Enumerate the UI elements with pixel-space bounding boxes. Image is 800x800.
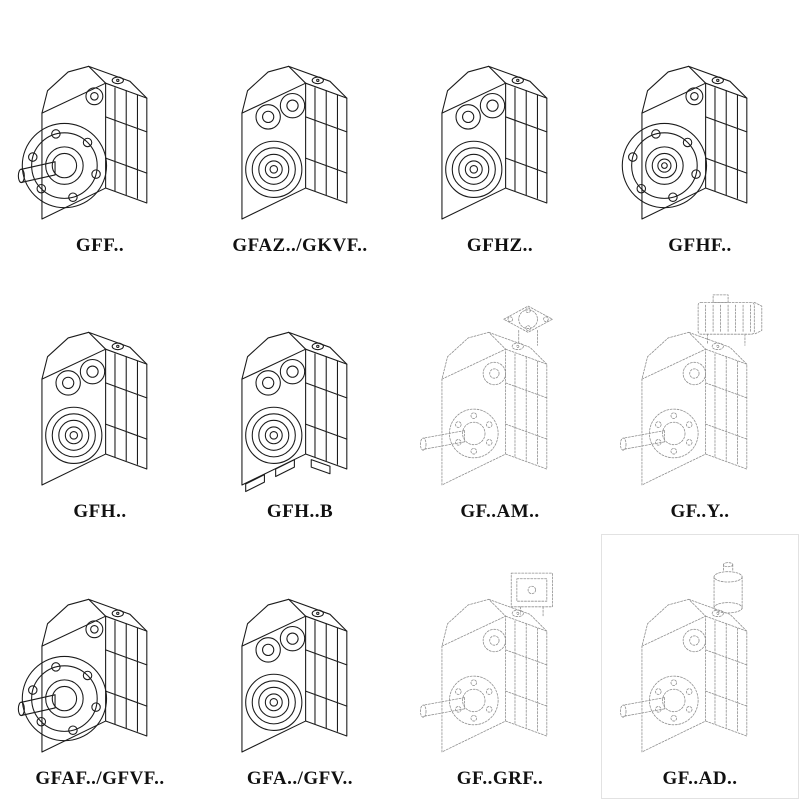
gearbox-model-label: GFH.. bbox=[73, 501, 127, 523]
gearbox-input-adapter-icon bbox=[619, 562, 748, 753]
catalog-cell-gf-y: GF..Y.. bbox=[600, 267, 800, 534]
gearbox-hollow-bore-icon bbox=[241, 598, 348, 753]
gearbox-hollow-bore-icon bbox=[41, 332, 148, 486]
gearbox-flange-hollow-icon bbox=[621, 65, 748, 220]
catalog-cell-gfa-gfv: GFA../GFV.. bbox=[200, 533, 400, 800]
gearbox-model-label: GFAZ../GKVF.. bbox=[232, 234, 368, 256]
gearbox-model-label: GF..AD.. bbox=[662, 768, 738, 790]
catalog-cell-gfhz: GFHZ.. bbox=[400, 0, 600, 267]
catalog-cell-gfaf-gfvf: GFAF../GFVF.. bbox=[0, 533, 200, 800]
catalog-cell-gf-grf: GF..GRF.. bbox=[400, 533, 600, 800]
catalog-cell-gf-am: GF..AM.. bbox=[400, 267, 600, 534]
gearbox-model-label: GFHF.. bbox=[668, 234, 732, 256]
catalog-cell-gf-ad: GF..AD.. bbox=[600, 533, 800, 800]
gearbox-with-motor-icon bbox=[619, 294, 763, 486]
gearbox-input-box-icon bbox=[419, 572, 553, 753]
gearbox-model-label: GFF.. bbox=[75, 234, 125, 256]
gearbox-top-mount-flange-icon bbox=[419, 306, 553, 486]
gearbox-model-label: GF..AM.. bbox=[460, 501, 540, 523]
gearbox-hollow-bore-icon bbox=[241, 65, 348, 220]
catalog-cell-gfaz-gkvf: GFAZ../GKVF.. bbox=[200, 0, 400, 267]
catalog-cell-gff: GFF.. bbox=[0, 0, 200, 267]
catalog-cell-gfhf: GFHF.. bbox=[600, 0, 800, 267]
gearbox-model-label: GFAF../GFVF.. bbox=[35, 768, 165, 790]
catalog-cell-gfh: GFH.. bbox=[0, 267, 200, 534]
gearbox-flange-solid-shaft-icon bbox=[17, 65, 148, 220]
catalog-cell-gfh-b: GFH..B bbox=[200, 267, 400, 534]
gearbox-hollow-bore-icon bbox=[441, 65, 548, 220]
gearbox-hollow-bore-foot-icon bbox=[241, 332, 348, 493]
gearbox-flange-solid-shaft-icon bbox=[17, 598, 148, 753]
gearbox-model-label: GFHZ.. bbox=[466, 234, 534, 256]
gearbox-model-label: GFH..B bbox=[266, 501, 334, 523]
gearbox-model-label: GF..GRF.. bbox=[456, 768, 544, 790]
gearbox-model-label: GF..Y.. bbox=[670, 501, 730, 523]
gearbox-model-label: GFA../GFV.. bbox=[246, 768, 354, 790]
